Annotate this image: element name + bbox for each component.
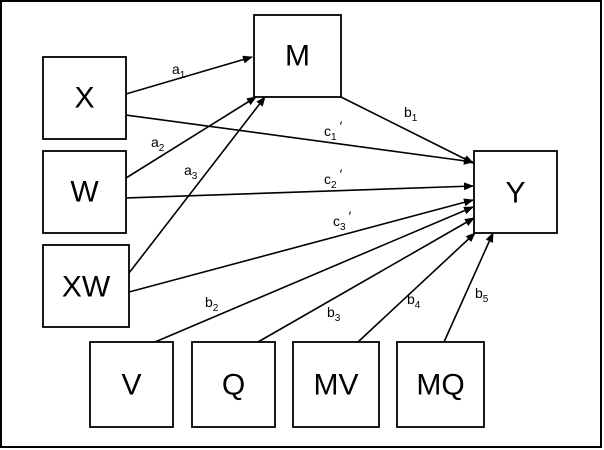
path-label-c3: c3′	[333, 208, 352, 233]
edge-xw-m	[128, 96, 266, 274]
node-mv-label: MV	[314, 369, 359, 402]
edge-m-y	[340, 96, 474, 164]
node-xw-label: XW	[62, 271, 111, 304]
node-v-label: V	[121, 369, 141, 402]
path-label-c1: c1′	[324, 118, 343, 143]
node-y: Y	[473, 150, 558, 234]
path-label-b1: b1	[404, 104, 418, 124]
node-m-label: M	[285, 40, 310, 73]
edges	[125, 55, 494, 343]
edge-xw-y	[128, 198, 474, 293]
edge-x-m	[125, 55, 253, 95]
path-labels: a1 a2 a3 b1 c1′ c2′ c3′ b2 b3 b4 b5	[151, 61, 489, 324]
path-label-b4: b4	[407, 291, 421, 311]
path-label-a2: a2	[151, 134, 165, 154]
path-label-b2: b2	[205, 294, 219, 314]
path-label-c2: c2′	[324, 166, 343, 191]
edge-w-m	[125, 96, 257, 179]
edge-mq-y	[443, 232, 494, 343]
path-label-a1: a1	[172, 61, 186, 81]
node-q: Q	[191, 341, 276, 428]
edge-v-y	[154, 206, 474, 343]
node-xw: XW	[42, 244, 130, 328]
edge-x-y	[125, 114, 474, 165]
edge-w-y	[125, 182, 474, 199]
node-mv: MV	[292, 341, 380, 428]
node-v: V	[89, 341, 174, 428]
node-q-label: Q	[222, 369, 245, 402]
node-m: M	[253, 14, 342, 98]
node-y-label: Y	[505, 177, 525, 210]
path-label-b5: b5	[475, 285, 489, 305]
path-label-a3: a3	[184, 162, 198, 182]
node-x-label: X	[74, 82, 94, 115]
edge-mv-y	[357, 232, 476, 343]
node-w-label: W	[70, 176, 99, 209]
node-x: X	[42, 56, 127, 140]
edge-q-y	[257, 217, 475, 343]
node-mq: MQ	[396, 341, 485, 428]
node-mq-label: MQ	[416, 369, 464, 402]
path-label-b3: b3	[327, 304, 341, 324]
node-w: W	[42, 150, 127, 234]
